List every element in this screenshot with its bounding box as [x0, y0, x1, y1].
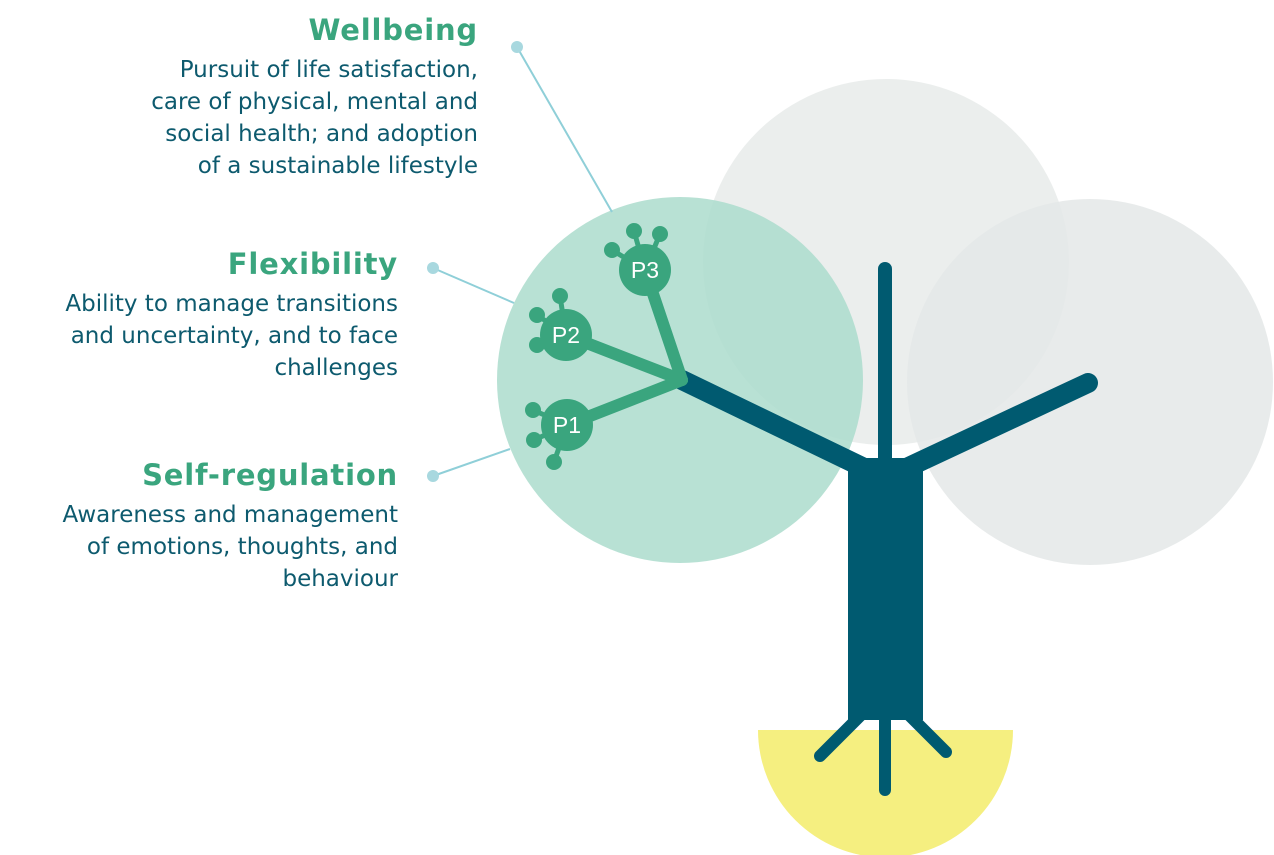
node-p2: P2: [540, 309, 592, 361]
flexibility-line: challenges: [274, 355, 398, 381]
wellbeing-line: care of physical, mental and: [151, 89, 478, 115]
wellbeing-line: social health; and adoption: [165, 121, 478, 147]
node-p3: P3: [619, 244, 671, 296]
flexibility-description: Ability to manage transitions and uncert…: [0, 288, 398, 384]
flexibility-line: Ability to manage transitions: [65, 291, 398, 317]
selfreg-description: Awareness and management of emotions, th…: [0, 499, 398, 595]
wellbeing-block: Wellbeing Pursuit of life satisfaction, …: [18, 12, 478, 182]
node-p1-label: P1: [553, 412, 581, 438]
node-p2-label: P2: [552, 322, 580, 348]
connectors: [427, 41, 613, 482]
selfreg-line: of emotions, thoughts, and: [86, 534, 398, 560]
wellbeing-title: Wellbeing: [308, 13, 478, 47]
node-p1: P1: [541, 399, 593, 451]
node-p3-label: P3: [631, 257, 659, 283]
twig-dots: [525, 223, 668, 470]
flexibility-block: Flexibility Ability to manage transition…: [0, 246, 398, 384]
tree-trunk-body: [848, 458, 923, 720]
selfreg-title: Self-regulation: [142, 458, 398, 492]
selfreg-line: Awareness and management: [62, 502, 398, 528]
wellbeing-line: Pursuit of life satisfaction,: [179, 57, 478, 83]
flexibility-line: and uncertainty, and to face: [70, 323, 398, 349]
selfreg-line: behaviour: [282, 566, 398, 592]
flexibility-title: Flexibility: [227, 247, 398, 281]
wellbeing-line: of a sustainable lifestyle: [197, 153, 478, 179]
selfreg-block: Self-regulation Awareness and management…: [0, 457, 398, 595]
wellbeing-description: Pursuit of life satisfaction, care of ph…: [18, 54, 478, 182]
